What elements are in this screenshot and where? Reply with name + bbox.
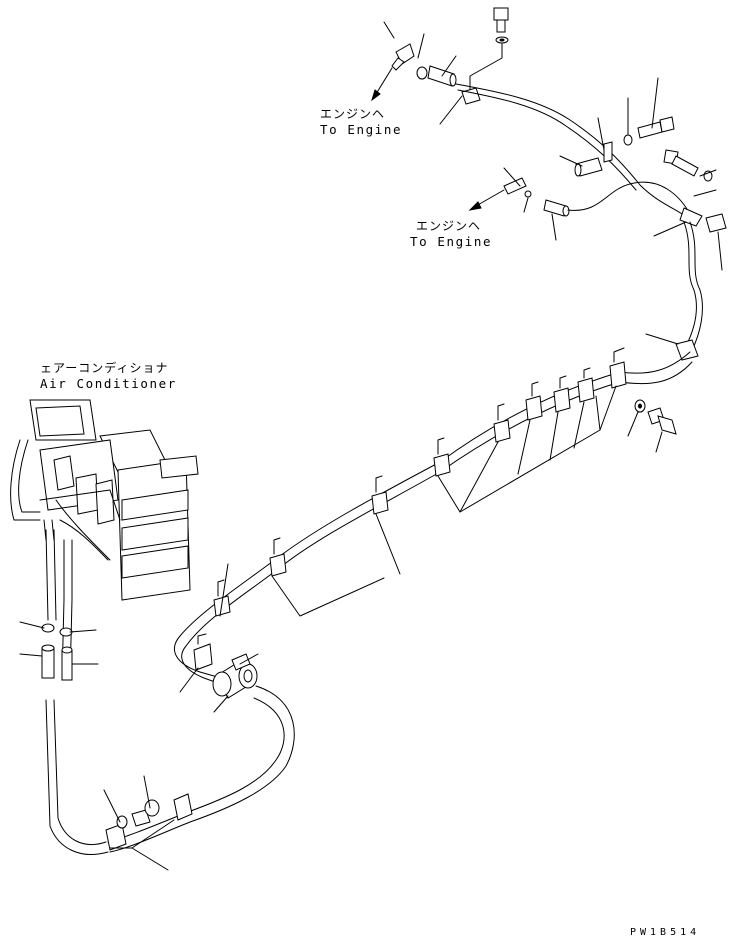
lower-direction-arrow bbox=[468, 189, 505, 211]
right-clamp-lower bbox=[675, 339, 699, 361]
upper-hose-inner bbox=[457, 89, 637, 191]
main-hose-lower-line bbox=[185, 361, 693, 647]
left-hose-a-inner bbox=[53, 699, 107, 846]
upper-bolt bbox=[493, 7, 509, 44]
main-hose-clamps bbox=[193, 347, 627, 671]
lower-hose-end bbox=[543, 199, 570, 217]
sleeve-piece-1 bbox=[574, 157, 603, 177]
bolt-4 bbox=[131, 799, 160, 827]
washer-2 bbox=[634, 399, 646, 413]
bolt-2 bbox=[663, 149, 713, 182]
lower-elbow-fitting bbox=[503, 177, 532, 198]
left-hose-a-outer bbox=[45, 699, 109, 855]
sleeve-piece-2 bbox=[705, 213, 727, 233]
drawing-code: PW1B514 bbox=[630, 927, 701, 938]
mid-hose bbox=[567, 181, 691, 215]
right-hose-inner bbox=[683, 221, 697, 347]
lower-loop-clamps bbox=[105, 793, 193, 851]
bolt-3 bbox=[647, 407, 677, 435]
leader-lines bbox=[19, 21, 723, 871]
washer-3 bbox=[116, 815, 128, 829]
engine-label-lower-en: To Engine bbox=[410, 234, 493, 249]
inline-filter bbox=[212, 653, 258, 699]
engine-label-lower-jp: エンジンヘ bbox=[416, 219, 482, 233]
bolt-1 bbox=[637, 116, 675, 139]
upper-direction-arrow bbox=[371, 67, 393, 102]
upper-hose bbox=[455, 83, 691, 221]
left-fittings bbox=[41, 623, 73, 681]
right-hose-outer bbox=[689, 221, 703, 351]
engine-label-upper-jp: エンジンヘ bbox=[320, 107, 386, 121]
right-clamp-upper bbox=[679, 207, 703, 227]
air-conditioner-unit bbox=[10, 399, 199, 601]
return-hose-inner bbox=[107, 697, 285, 843]
air-conditioner-label-jp: ェアーコンディショナ bbox=[40, 361, 169, 375]
clamp-bracket-1 bbox=[603, 141, 613, 163]
left-pipe-line bbox=[45, 529, 49, 621]
return-hose-outer bbox=[109, 685, 295, 853]
engine-label-upper-en: To Engine bbox=[320, 122, 403, 137]
washer-1 bbox=[623, 134, 633, 146]
upper-hose-end bbox=[416, 65, 457, 87]
loop-hose-upper bbox=[174, 635, 229, 681]
upper-elbow-fitting bbox=[391, 43, 415, 71]
air-conditioner-label-en: Air Conditioner bbox=[40, 376, 177, 391]
loop-hose-lower bbox=[181, 645, 227, 687]
left-pipe-line-2 bbox=[53, 529, 57, 621]
main-hose-upper-line bbox=[179, 351, 691, 637]
